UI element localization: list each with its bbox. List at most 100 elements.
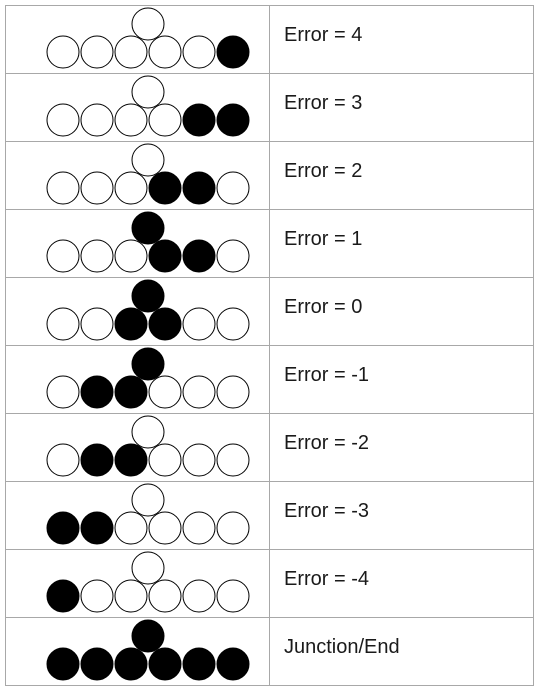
sensor-circle-6 xyxy=(216,443,250,477)
sensor-circle-3 xyxy=(114,35,148,69)
sensor-circle-3 xyxy=(114,443,148,477)
sensor-circle-5 xyxy=(182,647,216,681)
table-row: Error = 3 xyxy=(5,73,534,142)
sensor-pattern xyxy=(46,347,250,409)
sensor-pattern-cell xyxy=(5,413,270,482)
sensor-circle-1 xyxy=(46,511,80,545)
sensor-pattern xyxy=(46,619,250,681)
sensor-circle-6 xyxy=(216,375,250,409)
center-sensor-circle xyxy=(131,211,165,245)
sensor-circle-1 xyxy=(46,171,80,205)
sensor-pattern xyxy=(46,279,250,341)
sensor-circle-1 xyxy=(46,307,80,341)
sensor-circle-3 xyxy=(114,103,148,137)
table-row: Junction/End xyxy=(5,617,534,686)
sensor-circle-1 xyxy=(46,443,80,477)
error-label-cell: Error = 0 xyxy=(269,277,534,346)
sensor-circle-3 xyxy=(114,171,148,205)
center-sensor-circle xyxy=(131,619,165,653)
sensor-circle-3 xyxy=(114,239,148,273)
sensor-circle-4 xyxy=(148,307,182,341)
sensor-circle-5 xyxy=(182,171,216,205)
error-label-cell: Error = -4 xyxy=(269,549,534,618)
sensor-circle-2 xyxy=(80,35,114,69)
sensor-circle-4 xyxy=(148,35,182,69)
center-sensor-circle xyxy=(131,279,165,313)
error-label: Junction/End xyxy=(284,636,400,658)
table-row: Error = 4 xyxy=(5,5,534,74)
sensor-circle-3 xyxy=(114,511,148,545)
error-label: Error = 0 xyxy=(284,296,363,318)
sensor-circle-2 xyxy=(80,239,114,273)
sensor-circle-5 xyxy=(182,239,216,273)
sensor-pattern-cell xyxy=(5,209,270,278)
sensor-pattern-cell xyxy=(5,73,270,142)
sensor-circle-5 xyxy=(182,579,216,613)
center-sensor-circle xyxy=(131,415,165,449)
sensor-circle-1 xyxy=(46,103,80,137)
sensor-pattern-cell xyxy=(5,5,270,74)
table-row: Error = -2 xyxy=(5,413,534,482)
sensor-circle-6 xyxy=(216,511,250,545)
sensor-pattern xyxy=(46,483,250,545)
sensor-circle-3 xyxy=(114,647,148,681)
sensor-circle-6 xyxy=(216,647,250,681)
error-label: Error = 4 xyxy=(284,24,363,46)
table-row: Error = 1 xyxy=(5,209,534,278)
sensor-circle-4 xyxy=(148,511,182,545)
error-label: Error = -2 xyxy=(284,432,370,454)
sensor-circle-2 xyxy=(80,103,114,137)
sensor-circle-5 xyxy=(182,103,216,137)
sensor-circle-1 xyxy=(46,375,80,409)
sensor-circle-1 xyxy=(46,239,80,273)
sensor-pattern xyxy=(46,143,250,205)
error-label: Error = 1 xyxy=(284,228,363,250)
sensor-pattern-cell xyxy=(5,481,270,550)
sensor-circle-6 xyxy=(216,103,250,137)
table-row: Error = 0 xyxy=(5,277,534,346)
sensor-pattern-cell xyxy=(5,277,270,346)
table-row: Error = -1 xyxy=(5,345,534,414)
sensor-pattern-cell xyxy=(5,549,270,618)
sensor-circle-4 xyxy=(148,443,182,477)
sensor-circle-5 xyxy=(182,511,216,545)
sensor-circle-3 xyxy=(114,307,148,341)
error-label-cell: Error = 4 xyxy=(269,5,534,74)
sensor-pattern xyxy=(46,7,250,69)
sensor-circle-4 xyxy=(148,647,182,681)
sensor-circle-6 xyxy=(216,35,250,69)
sensor-circle-2 xyxy=(80,375,114,409)
center-sensor-circle xyxy=(131,347,165,381)
sensor-circle-2 xyxy=(80,171,114,205)
center-sensor-circle xyxy=(131,551,165,585)
table-row: Error = 2 xyxy=(5,141,534,210)
sensor-circle-6 xyxy=(216,239,250,273)
sensor-pattern xyxy=(46,415,250,477)
sensor-circle-4 xyxy=(148,103,182,137)
sensor-circle-4 xyxy=(148,579,182,613)
sensor-circle-4 xyxy=(148,171,182,205)
error-label: Error = -1 xyxy=(284,364,370,386)
sensor-circle-2 xyxy=(80,647,114,681)
error-label-cell: Error = -3 xyxy=(269,481,534,550)
sensor-circle-5 xyxy=(182,443,216,477)
sensor-pattern-cell xyxy=(5,141,270,210)
sensor-circle-2 xyxy=(80,307,114,341)
center-sensor-circle xyxy=(131,7,165,41)
table-row: Error = -4 xyxy=(5,549,534,618)
error-label-cell: Error = 3 xyxy=(269,73,534,142)
table-row: Error = -3 xyxy=(5,481,534,550)
error-label-cell: Error = -1 xyxy=(269,345,534,414)
sensor-pattern-cell xyxy=(5,345,270,414)
sensor-circle-5 xyxy=(182,307,216,341)
sensor-pattern-cell xyxy=(5,617,270,686)
sensor-pattern xyxy=(46,551,250,613)
sensor-circle-2 xyxy=(80,579,114,613)
sensor-circle-3 xyxy=(114,579,148,613)
sensor-circle-6 xyxy=(216,171,250,205)
center-sensor-circle xyxy=(131,75,165,109)
sensor-circle-1 xyxy=(46,579,80,613)
sensor-circle-2 xyxy=(80,511,114,545)
